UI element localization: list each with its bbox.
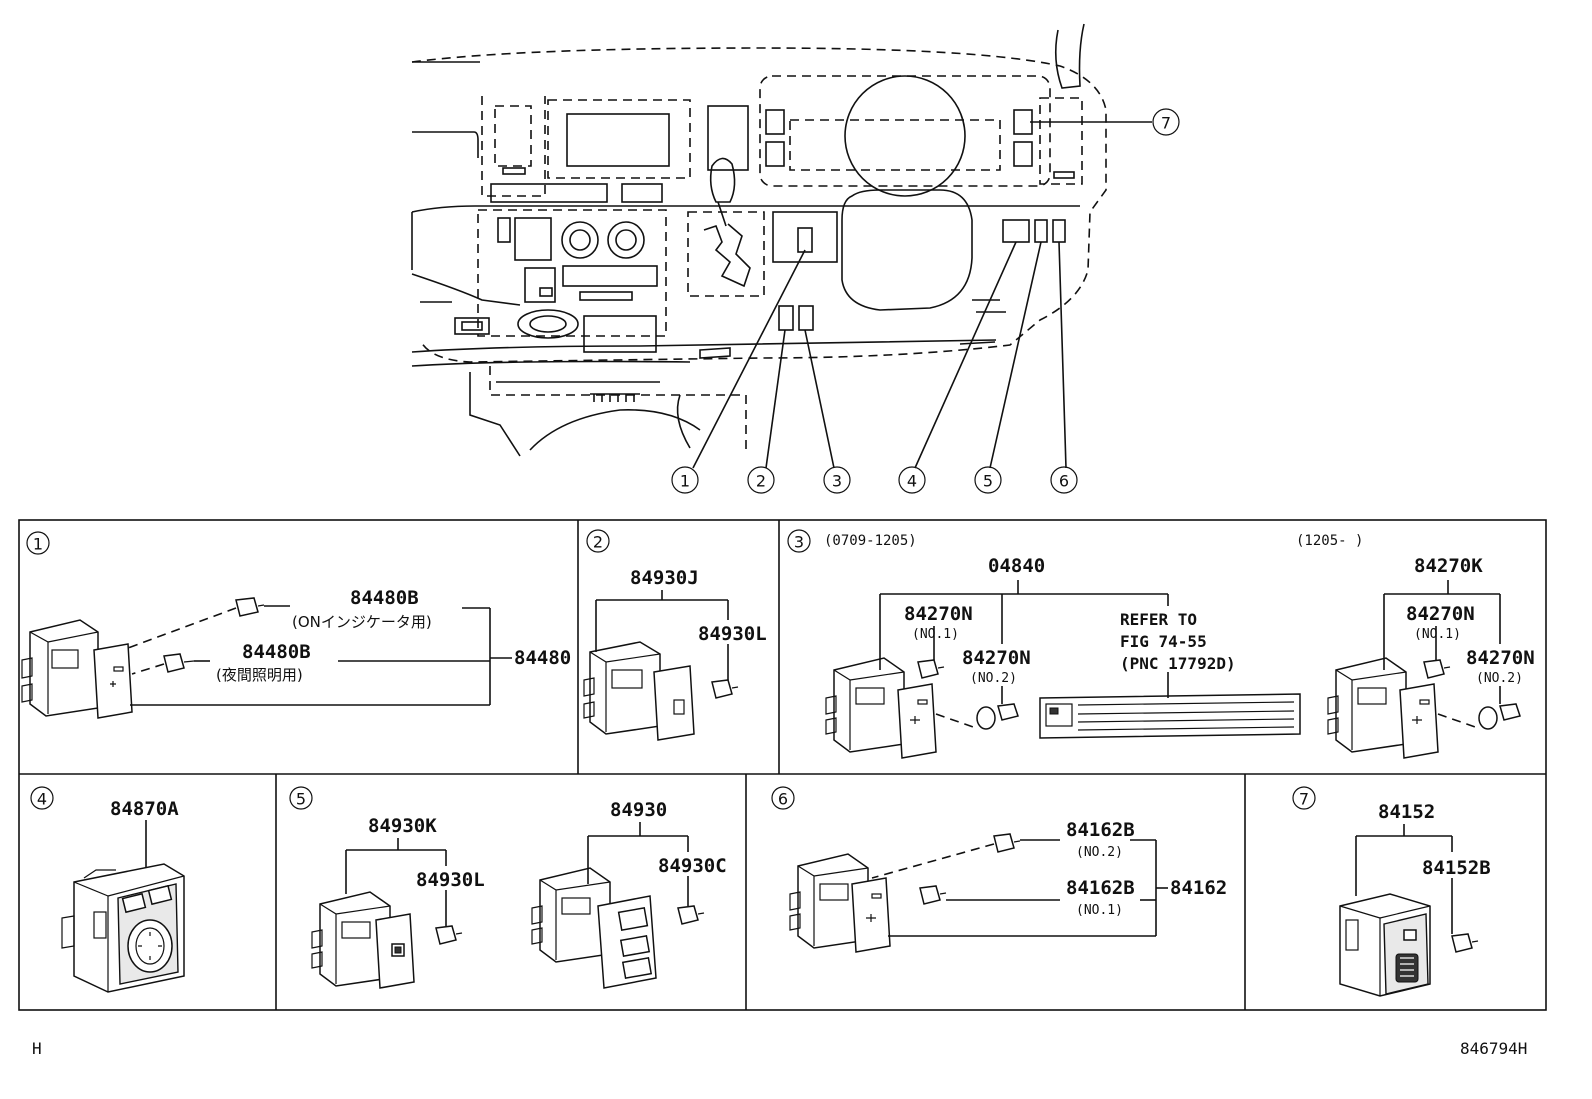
note-on-indicator: (ONインジケータ用) <box>292 613 432 631</box>
label-no2: (NO.2) <box>1076 845 1123 860</box>
fog-switch-drawing <box>789 853 891 953</box>
panel-4-number: 4 <box>37 790 47 809</box>
part-84270N-no2-early: 84270N <box>962 647 1031 669</box>
panel-6: 6 84162B (NO.2) 84162B <box>771 786 1227 953</box>
callout-3-label: 3 <box>832 472 842 491</box>
reference-line-1: REFER TO <box>1120 610 1197 629</box>
part-84162: 84162 <box>1170 877 1227 899</box>
panel-1: 1 84480B (ONインジケータ用) <box>21 531 571 719</box>
part-84930K: 84930K <box>368 815 437 837</box>
bulb-84930C-drawing <box>677 905 705 925</box>
part-84870A: 84870A <box>110 798 179 820</box>
part-84930: 84930 <box>610 799 667 821</box>
socket-no2-drawing <box>976 703 1019 730</box>
part-84162B-no2: 84162B <box>1066 819 1135 841</box>
panel-7-number: 7 <box>1299 790 1309 809</box>
bulb-no1-drawing <box>917 659 945 679</box>
label-no2-early: (NO.2) <box>970 671 1017 686</box>
label-no1-late: (NO.1) <box>1414 627 1461 642</box>
part-84152B: 84152B <box>1422 857 1491 879</box>
label-no1: (NO.1) <box>1076 903 1123 918</box>
part-04840: 04840 <box>988 555 1045 577</box>
label-no2-late: (NO.2) <box>1476 671 1523 686</box>
panel-5: 5 84930K 84930L <box>289 786 727 989</box>
callout-1: 1 <box>671 466 699 494</box>
panel-6-number: 6 <box>778 790 788 809</box>
dimmer-switch-drawing <box>1339 893 1431 997</box>
part-84480B-upper: 84480B <box>350 587 419 609</box>
switch-assembly-early-drawing <box>825 657 937 759</box>
part-84480B-lower: 84480B <box>242 641 311 663</box>
panel-7: 7 84152 84152B <box>1292 786 1491 997</box>
part-84270K: 84270K <box>1414 555 1483 577</box>
callout-5: 5 <box>974 466 1002 494</box>
switch-84930K-drawing <box>311 891 415 989</box>
diagram-id: 846794H <box>1460 1039 1527 1058</box>
part-84930L-panel5: 84930L <box>416 869 485 891</box>
part-84930C: 84930C <box>658 855 727 877</box>
panel-2: 2 84930J 84930L <box>583 529 767 741</box>
bulb-no2-drawing <box>993 833 1021 853</box>
callout-2-label: 2 <box>756 472 766 491</box>
date-range-late: (1205- ) <box>1296 533 1363 549</box>
part-84270N-no2-late: 84270N <box>1466 647 1535 669</box>
switch-assembly-drawing <box>21 619 133 719</box>
part-84930L: 84930L <box>698 623 767 645</box>
callout-6-label: 6 <box>1059 472 1069 491</box>
panel-3: 3 (0709-1205) (1205- ) <box>787 529 1535 759</box>
dashboard-overview: 1 2 3 4 5 6 7 <box>411 23 1180 494</box>
switch-assembly-late-drawing <box>1327 657 1439 759</box>
switch-84930-drawing <box>531 867 657 989</box>
reference-line-3: (PNC 17792D) <box>1120 654 1236 673</box>
panel-2-number: 2 <box>593 533 603 552</box>
socket-no2-late-drawing <box>1478 703 1521 730</box>
callout-7-label: 7 <box>1161 114 1171 133</box>
callout-2: 2 <box>747 466 775 494</box>
bulb-lower-drawing <box>163 653 195 673</box>
note-night-illumination: (夜間照明用) <box>216 666 303 684</box>
part-84480: 84480 <box>514 647 571 669</box>
callout-4: 4 <box>898 466 926 494</box>
panel-4: 4 84870A <box>30 786 185 993</box>
panel-3-number: 3 <box>794 533 804 552</box>
mirror-switch-drawing <box>61 863 185 993</box>
bulb-84152B-drawing <box>1451 933 1479 953</box>
bulb-84930L-drawing <box>435 925 463 945</box>
part-84152: 84152 <box>1378 801 1435 823</box>
panel-1-number: 1 <box>33 535 43 554</box>
callout-6: 6 <box>1050 466 1078 494</box>
callout-4-label: 4 <box>907 472 917 491</box>
panel-grid <box>18 519 1547 1011</box>
callout-7: 7 <box>1152 108 1180 136</box>
part-84930J: 84930J <box>630 567 699 589</box>
bulb-no1-drawing <box>919 885 947 905</box>
callout-1-label: 1 <box>680 472 690 491</box>
part-84270N-no1-late: 84270N <box>1406 603 1475 625</box>
part-84270N-no1-early: 84270N <box>904 603 973 625</box>
switch-assembly-drawing <box>583 641 695 741</box>
bulb-no1-late-drawing <box>1423 659 1451 679</box>
callout-5-label: 5 <box>983 472 993 491</box>
callout-3: 3 <box>823 466 851 494</box>
footer-code: H <box>32 1039 42 1058</box>
bulb-upper-drawing <box>235 597 265 617</box>
label-no1-early: (NO.1) <box>912 627 959 642</box>
panel-5-number: 5 <box>296 790 306 809</box>
date-range-early: (0709-1205) <box>824 533 917 549</box>
part-84162B-no1: 84162B <box>1066 877 1135 899</box>
bulb-drawing <box>711 679 739 699</box>
reference-strip-drawing <box>1039 693 1301 739</box>
reference-line-2: FIG 74-55 <box>1120 632 1207 651</box>
